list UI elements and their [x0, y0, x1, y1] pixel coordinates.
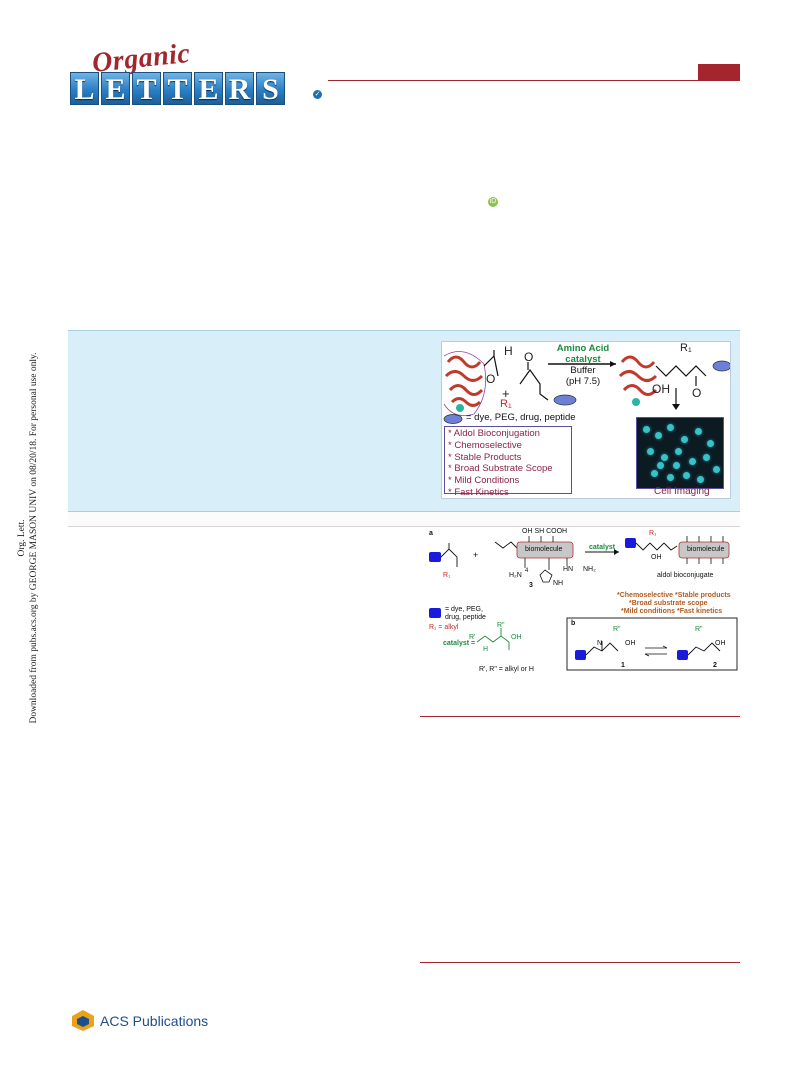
fig-compound-1: 1 — [621, 662, 625, 669]
fig-product-oh: OH — [651, 554, 662, 561]
fig-r-definition: R', R" = alkyl or H — [479, 666, 534, 673]
toc-graphic: H O + O R₁ Amino Acid catalyst Buffer (p… — [441, 341, 731, 499]
fig-b-oh1: OH — [625, 640, 636, 647]
cell-imaging-label: Cell Imaging — [654, 486, 710, 497]
feature-list: * Aldol Bioconjugation * Chemoselective … — [444, 426, 572, 498]
fig-r1-alkyl: R₁ = alkyl — [429, 624, 459, 631]
fig-product-biomolecule: biomolecule — [687, 546, 725, 553]
product-o-label: O — [692, 386, 702, 400]
fig-b-oh2: OH — [715, 640, 726, 647]
feature-item: * Mild Conditions — [448, 475, 520, 487]
product-r1-label: R₁ — [680, 342, 692, 354]
fig-catalyst-arrow-label: catalyst — [589, 544, 616, 551]
aldehyde-o-label: O — [486, 372, 496, 386]
fig-product-label: aldol bioconjugate — [657, 572, 714, 579]
fig-biomolecule-label: biomolecule — [525, 546, 563, 553]
blue-ellipse-legend: = dye, PEG, drug, peptide — [466, 412, 576, 423]
fig-product-r1: R₁ — [649, 530, 657, 537]
feature-item: * Chemoselective — [448, 439, 522, 451]
feature-item: * Stable Products — [448, 451, 522, 463]
orcid-icon[interactable]: iD — [488, 197, 498, 207]
fig-h2n-label: H₂N — [509, 572, 522, 579]
check-badge-icon: ✓ — [313, 90, 322, 99]
download-stamp: Org. Lett. Downloaded from pubs.acs.org … — [0, 0, 60, 1067]
toc-scheme-drawing — [443, 350, 730, 424]
acs-hexagon-icon — [72, 1010, 94, 1031]
substrate-r1-label: R₁ — [500, 398, 512, 410]
stamp-journal: Org. Lett. — [17, 519, 27, 557]
catalyst-line2: catalyst — [565, 353, 601, 365]
header-tab — [698, 64, 740, 80]
fig-sub4: 4 — [525, 568, 529, 574]
plus-sign: + — [502, 386, 510, 401]
panel-b-label: b — [571, 620, 576, 627]
logo-tile: T — [163, 72, 192, 106]
cell-imaging-micrograph — [636, 417, 724, 489]
logo-tile: R — [225, 72, 254, 106]
fig-compound-3: 3 — [529, 582, 533, 589]
download-stamp-text: Org. Lett. Downloaded from pubs.acs.org … — [17, 328, 40, 748]
fig-features-line2: *Broad substrate scope — [629, 600, 708, 607]
logo-tile: S — [256, 72, 285, 106]
fig-r-prime: R' — [469, 634, 476, 641]
catalyst-label: Amino Acid catalyst — [548, 343, 618, 365]
aldehyde-h-label: H — [504, 344, 513, 358]
fig-r-dprime: R" — [497, 622, 505, 629]
journal-logo[interactable]: Organic L E T T E R S ✓ — [70, 38, 322, 110]
figure-scheme-drawing — [429, 536, 738, 671]
fig-b-r-dprime: R" — [613, 626, 621, 633]
fig-blue-legend: = dye, PEG, drug, peptide — [445, 606, 486, 621]
logo-tile: T — [132, 72, 161, 106]
fig-b-r-dprime-2: R" — [695, 626, 703, 633]
fig-compound-2: 2 — [713, 662, 717, 669]
fig-oh-catalyst: OH — [511, 634, 522, 641]
fig-nh-catalyst: H — [483, 646, 489, 653]
catalyst-line1: Amino Acid — [556, 343, 610, 354]
fig-hn-label: HN — [563, 566, 574, 573]
fig-nh-label: NH — [553, 580, 564, 587]
feature-item: * Fast Kinetics — [448, 486, 509, 498]
feature-item: * Broad Substrate Scope — [448, 463, 553, 475]
fig-side-chains-top: OH SH COOH — [522, 528, 568, 535]
abstract-footer-strip — [68, 512, 740, 527]
fig-r1-label: R₁ — [443, 572, 451, 579]
fig-nh2-label: NH₂ — [583, 566, 596, 573]
buffer-line1: Buffer — [570, 365, 596, 376]
buffer-line2: (pH 7.5) — [565, 375, 601, 387]
feature-item: * Aldol Bioconjugation — [448, 428, 540, 439]
product-oh-label: OH — [652, 382, 670, 396]
fig-plus-sign: + — [473, 550, 479, 560]
fig-catalyst-eq: catalyst = — [443, 640, 476, 647]
fig-iminium-n: N — [597, 640, 603, 647]
panel-a-label: a — [429, 530, 433, 537]
fig-features-line1: *Chemoselective *Stable products — [617, 592, 731, 599]
buffer-label: Buffer (pH 7.5) — [548, 365, 618, 387]
logo-tile: E — [101, 72, 130, 106]
header-rule — [328, 80, 740, 81]
logo-tile: L — [70, 72, 99, 106]
acs-publications-logo[interactable]: ACS Publications — [70, 1008, 210, 1034]
fig-features-line3: *Mild conditions *Fast kinetics — [621, 608, 723, 615]
protein-ribbon-icon — [444, 355, 484, 407]
figure-1: a R₁ + OH SH COOH biomolecule H₂N 4 3 NH… — [425, 528, 740, 675]
logo-tile: E — [194, 72, 223, 106]
acs-publications-text: ACS Publications — [100, 1013, 209, 1029]
column-rule-bottom — [420, 962, 740, 963]
column-rule-top — [420, 716, 740, 717]
ketone-o-label: O — [524, 350, 534, 364]
stamp-download-line: Downloaded from pubs.acs.org by GEORGE M… — [28, 352, 39, 724]
logo-tiles: L E T T E R S — [70, 72, 285, 106]
